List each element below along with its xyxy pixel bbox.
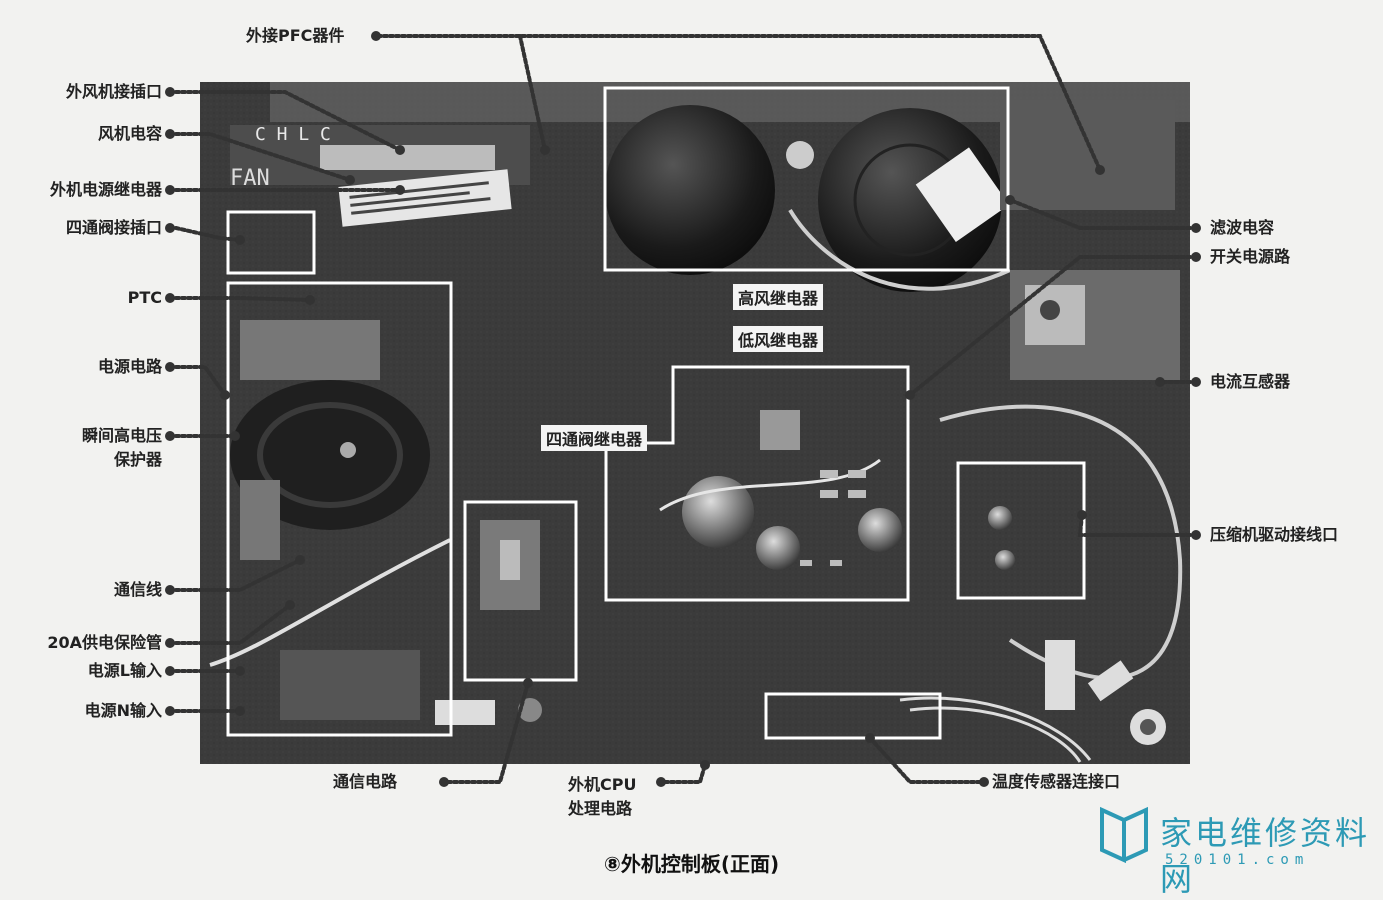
label-surge-protector-1: 瞬间高电压: [81, 426, 162, 445]
label-high-fan-relay: 高风继电器: [733, 284, 824, 310]
label-four-way-relay: 四通阀继电器: [541, 425, 648, 451]
label-outdoor-fan-socket: 外风机接插口: [65, 82, 162, 101]
label-power-n-input: 电源N输入: [84, 701, 162, 720]
box-power-circuit: [226, 281, 453, 737]
label-cpu-1: 外机CPU: [568, 775, 637, 794]
label-comm-wire: 通信线: [113, 580, 162, 599]
label-ptc: PTC: [127, 288, 162, 307]
box-relays: [604, 365, 910, 602]
box-temp-sensor: [764, 692, 942, 740]
label-power-relay: 外机电源继电器: [49, 180, 162, 199]
box-four-way-socket: [226, 210, 316, 275]
label-surge-protector-2: 保护器: [113, 450, 162, 469]
box-compressor-driver: [956, 461, 1086, 600]
label-cpu-2: 处理电路: [568, 799, 633, 818]
fan-silk: FAN: [230, 166, 270, 191]
box-filter-capacitors: [603, 86, 1010, 272]
label-power-circuit: 电源电路: [97, 357, 162, 376]
figure-caption: ⑧外机控制板(正面): [603, 852, 780, 876]
label-current-transformer: 电流互感器: [1210, 372, 1291, 391]
brand-logo-icon: [1100, 806, 1148, 864]
header-silk: C H L C: [255, 124, 331, 145]
label-filter-capacitor: 滤波电容: [1210, 218, 1275, 237]
label-fan-capacitor: 风机电容: [97, 124, 162, 143]
label-temp-sensor: 温度传感器连接口: [992, 772, 1121, 791]
label-fuse: 20A供电保险管: [47, 633, 162, 652]
label-external-pfc: 外接PFC器件: [246, 26, 345, 45]
label-low-fan-relay: 低风继电器: [733, 326, 824, 352]
label-comm-circuit: 通信电路: [333, 772, 398, 791]
label-switch-power: 开关电源路: [1210, 247, 1291, 266]
label-four-way-valve-socket: 四通阀接插口: [65, 218, 162, 237]
watermark-url: 520101.com: [1165, 852, 1310, 868]
label-power-l-input: 电源L输入: [87, 661, 162, 680]
box-comm-circuit: [463, 500, 578, 682]
label-compressor-driver: 压缩机驱动接线口: [1210, 525, 1339, 544]
